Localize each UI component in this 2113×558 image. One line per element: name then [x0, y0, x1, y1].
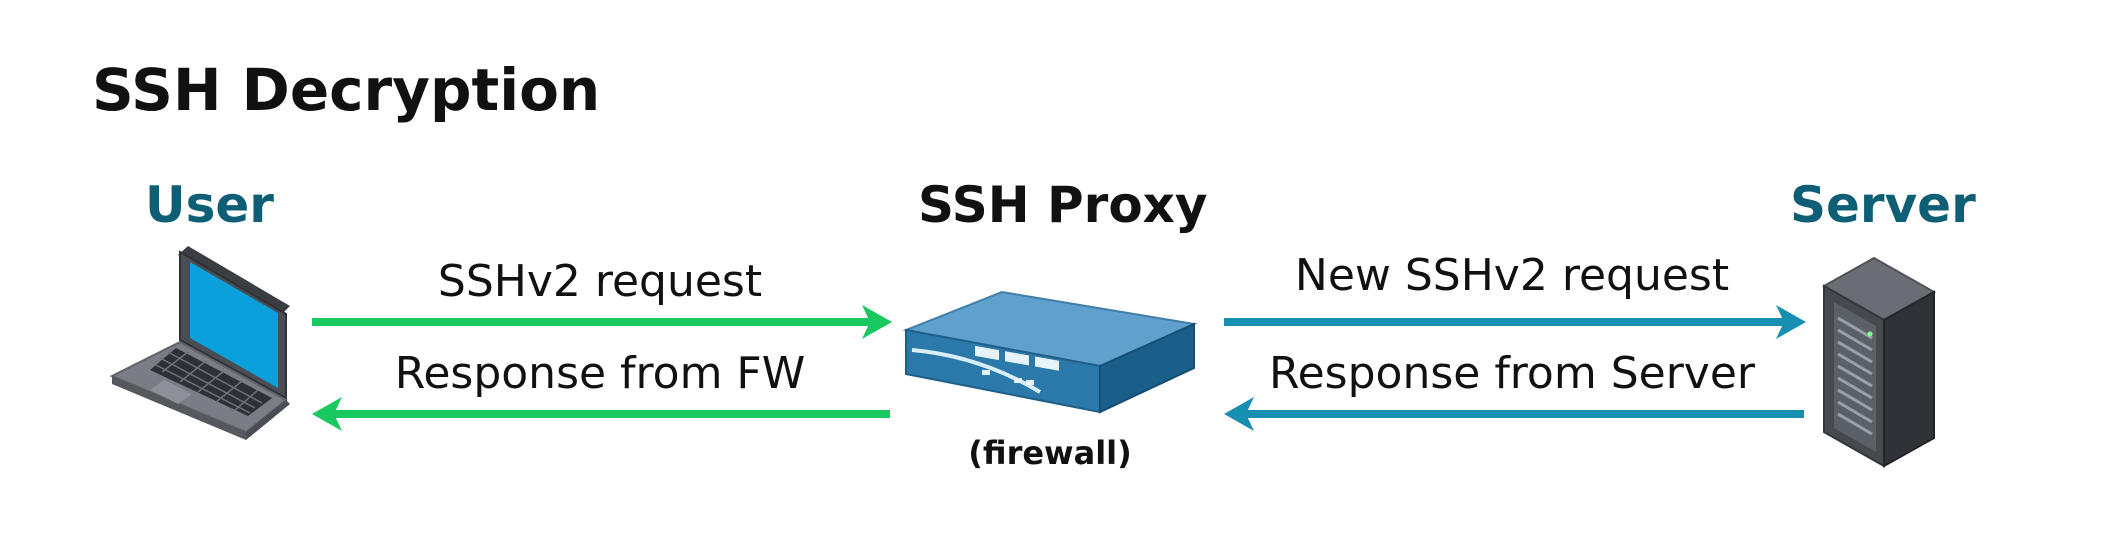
server-response-arrow [1224, 397, 1804, 431]
firewall-sublabel: (firewall) [968, 434, 1132, 472]
firewall-appliance-icon [902, 290, 1198, 414]
new-ssh-request-arrow [1224, 305, 1806, 339]
fw-response-label: Response from FW [394, 348, 806, 399]
laptop-icon [109, 246, 290, 440]
user-label: User [145, 176, 274, 234]
fw-response-arrow [312, 397, 890, 431]
server-rack-icon [1821, 256, 1937, 468]
server-response-label: Response from Server [1269, 348, 1755, 399]
ssh-proxy-label: SSH Proxy [918, 176, 1208, 234]
ssh-request-label: SSHv2 request [437, 256, 763, 307]
server-label: Server [1790, 176, 1976, 234]
new-ssh-request-label: New SSHv2 request [1294, 250, 1730, 301]
diagram-title: SSH Decryption [92, 56, 601, 124]
ssh-request-arrow [312, 305, 892, 339]
